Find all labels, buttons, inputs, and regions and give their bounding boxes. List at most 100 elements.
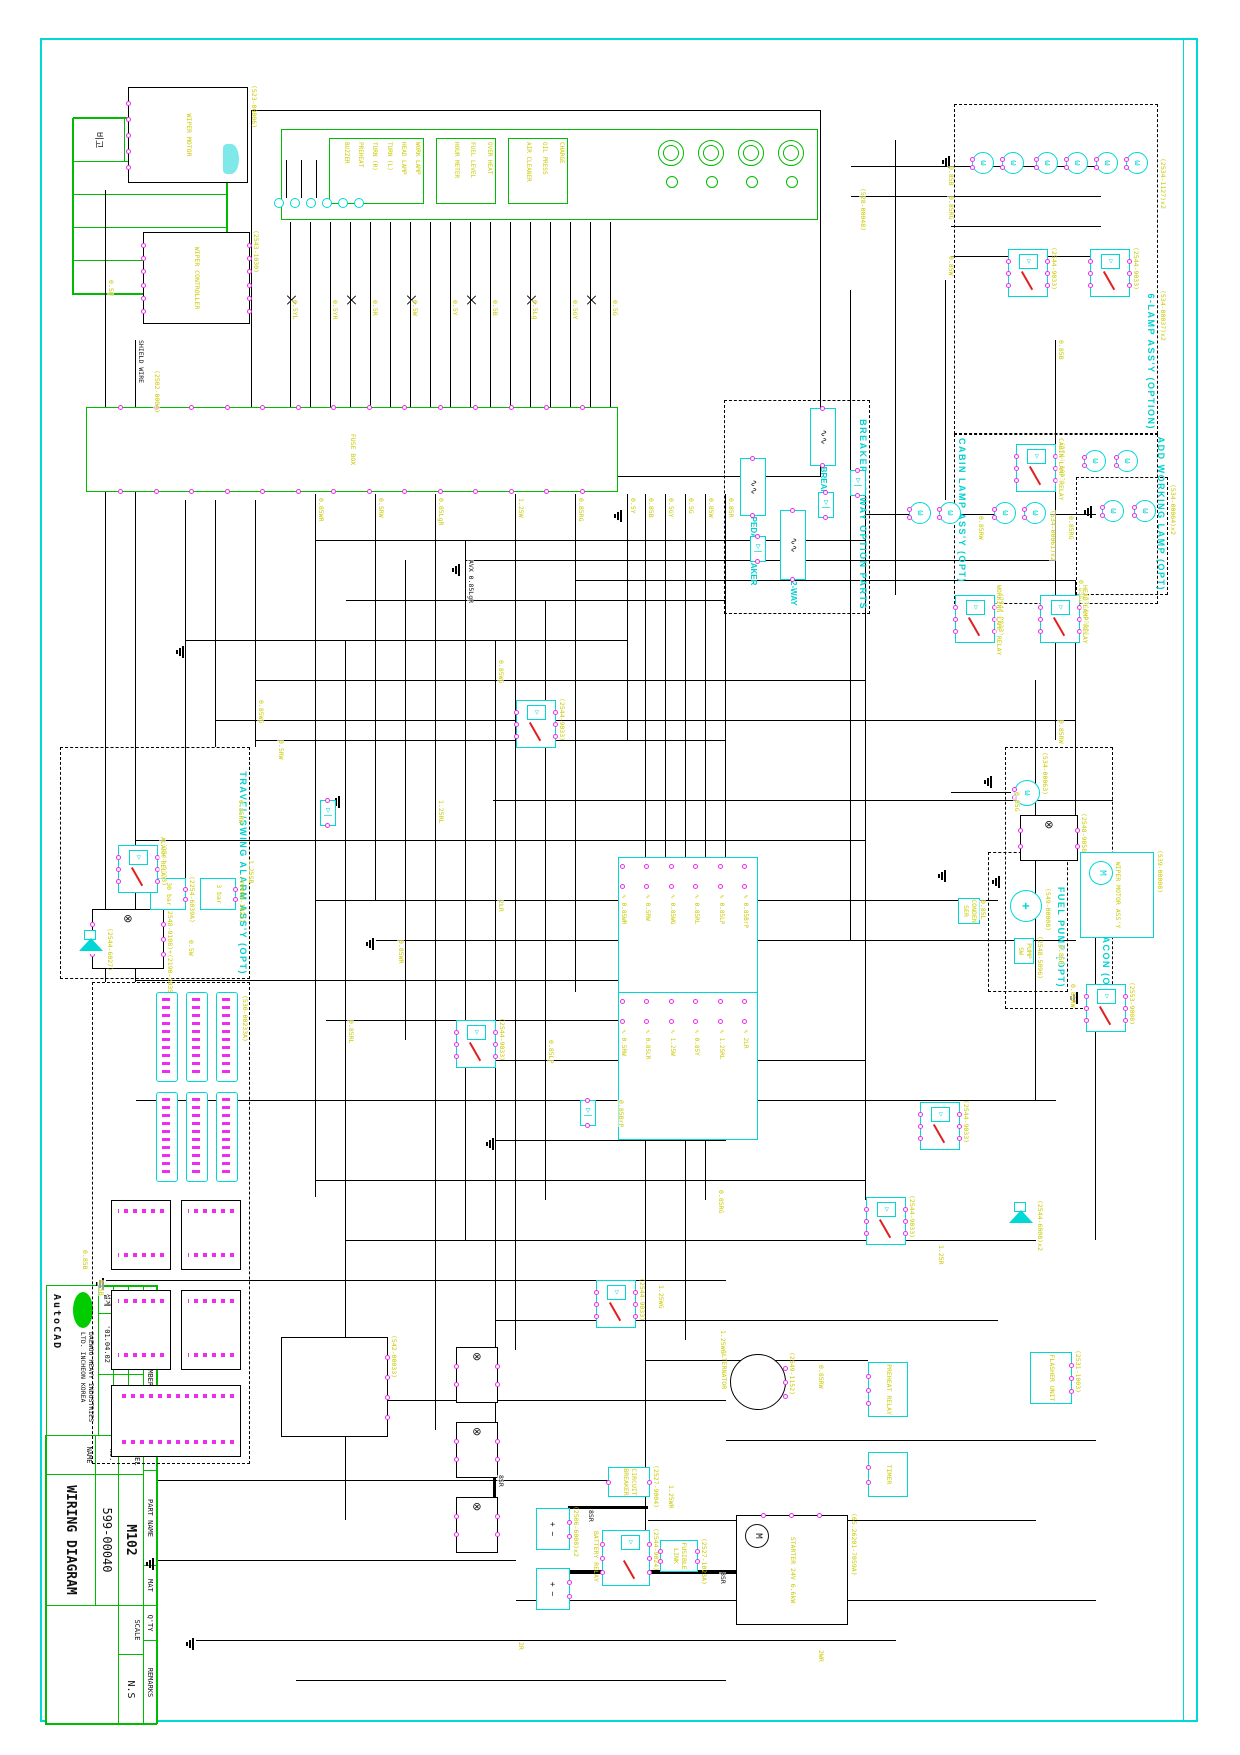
relay-contact-icon — [1021, 271, 1034, 290]
component-name: FUSIBLE LINK — [672, 1542, 688, 1570]
wire-label: 0.85W — [706, 498, 715, 518]
relay-contact-icon — [1053, 617, 1066, 636]
pin — [668, 884, 674, 889]
pin — [437, 405, 443, 410]
switch-row-label: ∿ 0.85LR — [644, 1029, 652, 1060]
pin — [742, 999, 747, 1004]
cluster-lamp-label: AIR CLEANER — [524, 142, 532, 182]
solenoid:breaker-solenoid: ∿∿BREAKER — [810, 406, 836, 506]
pin — [1006, 259, 1011, 264]
drawing-title: WIRING DIAGRAM — [45, 1474, 96, 1606]
pin — [585, 1098, 590, 1103]
pin — [953, 629, 958, 634]
bom-header: Q'TY — [143, 1605, 157, 1641]
company-logo — [73, 1292, 93, 1328]
wire — [216, 720, 1076, 722]
pin — [385, 1415, 390, 1420]
pin — [1014, 466, 1019, 471]
part-number: (2531-1003) — [1074, 1350, 1082, 1394]
terminal-icon — [290, 198, 300, 208]
relay-contact-icon — [609, 1302, 622, 1321]
wire-label: 0.85RW — [1068, 984, 1077, 1008]
wire-label: 0.5G — [686, 498, 695, 514]
pin — [454, 1042, 459, 1047]
part-number: (2549-1152) — [788, 1352, 796, 1396]
pin — [579, 489, 585, 494]
wire — [464, 540, 466, 1240]
wire-label: 0.85L — [978, 900, 987, 920]
pin — [620, 864, 625, 869]
component-name: WIPER MOTOR — [184, 113, 193, 157]
wire-label: (534-00064)x2 — [1168, 484, 1177, 535]
box:pump-switch: PUMP SW — [1014, 938, 1034, 964]
component-name: PUMP SW — [1017, 943, 1033, 959]
pin — [823, 515, 828, 520]
wire — [136, 1100, 1056, 1102]
connector-face — [111, 1385, 241, 1457]
pin — [970, 164, 975, 170]
wire-label: 0.85RG — [1066, 516, 1075, 540]
cluster-lamp-label: TURN (L) — [385, 142, 393, 171]
motor-icon: M — [745, 1524, 769, 1548]
wire-label: CABIN LAMP RELAY — [1056, 438, 1065, 501]
pin — [600, 1556, 605, 1561]
cluster-lamp-label: CHARGE — [558, 142, 565, 164]
relay-contact-icon — [879, 1219, 892, 1238]
pin — [1124, 157, 1129, 163]
wire-label: 0.85G — [1012, 792, 1021, 812]
speaker-icon:horn — [1008, 1202, 1034, 1226]
wire — [346, 1400, 726, 1402]
box:lamp-box: ⊗ — [454, 1347, 500, 1403]
pin — [750, 456, 755, 461]
pin — [620, 884, 625, 889]
wire-label: 0.85RL — [346, 1020, 355, 1044]
wire-label: AVX 0.85LgR — [466, 560, 475, 604]
wire-label: 8SR — [496, 1475, 505, 1487]
relay-contact-icon — [529, 722, 542, 741]
pin — [953, 617, 958, 622]
component-name: FUSE BOX — [348, 433, 357, 466]
wire-label: 1.25RL — [436, 800, 445, 824]
pin — [755, 559, 760, 564]
box:flasher-unit: FLASHER UNIT — [1030, 1352, 1074, 1404]
pin — [1064, 164, 1069, 170]
pin — [473, 405, 479, 410]
pin — [1124, 164, 1129, 170]
relay-coil-icon: ▷ — [1019, 254, 1038, 269]
cluster-lamp-label: HOUR METER — [452, 142, 460, 179]
wire-label: WORKING LAMP RELAY — [994, 585, 1003, 656]
pin — [918, 1124, 923, 1129]
cluster-lamp-label: FUEL LEVEL — [469, 142, 477, 179]
pin — [817, 1513, 822, 1518]
wire — [944, 280, 946, 500]
pin — [668, 864, 674, 869]
relay:wiper-relay: ▷ — [1084, 984, 1128, 1032]
pin — [761, 1513, 766, 1518]
wire — [296, 1680, 726, 1682]
lamp-symbol-icon: ⊗ — [470, 1502, 484, 1512]
connector-strip — [216, 1092, 238, 1182]
pin — [495, 1363, 500, 1369]
pin — [126, 165, 131, 170]
pin — [247, 295, 252, 301]
relay:relay: ▷ — [1088, 249, 1132, 297]
pin — [153, 489, 159, 494]
pin — [594, 1314, 599, 1319]
autocad-label: AutoCAD — [51, 1294, 62, 1351]
ground-symbol — [938, 870, 946, 882]
pin — [1082, 462, 1087, 468]
pin — [189, 489, 195, 494]
wire — [894, 140, 896, 595]
pin — [1038, 617, 1043, 622]
component-name: FLASHER UNIT — [1047, 1354, 1056, 1402]
pin — [495, 1513, 500, 1519]
lamp-icon:cabin-lamp: ω — [1114, 450, 1138, 472]
pin — [454, 1363, 459, 1369]
component-name: STARTER 24V 6.6kW — [788, 1536, 797, 1604]
pin — [116, 867, 121, 872]
wire — [951, 792, 1011, 794]
switch-row-label: ∿ 2LR — [742, 1029, 749, 1049]
pin — [992, 514, 997, 520]
relay-coil-icon: ▷ — [966, 600, 985, 615]
